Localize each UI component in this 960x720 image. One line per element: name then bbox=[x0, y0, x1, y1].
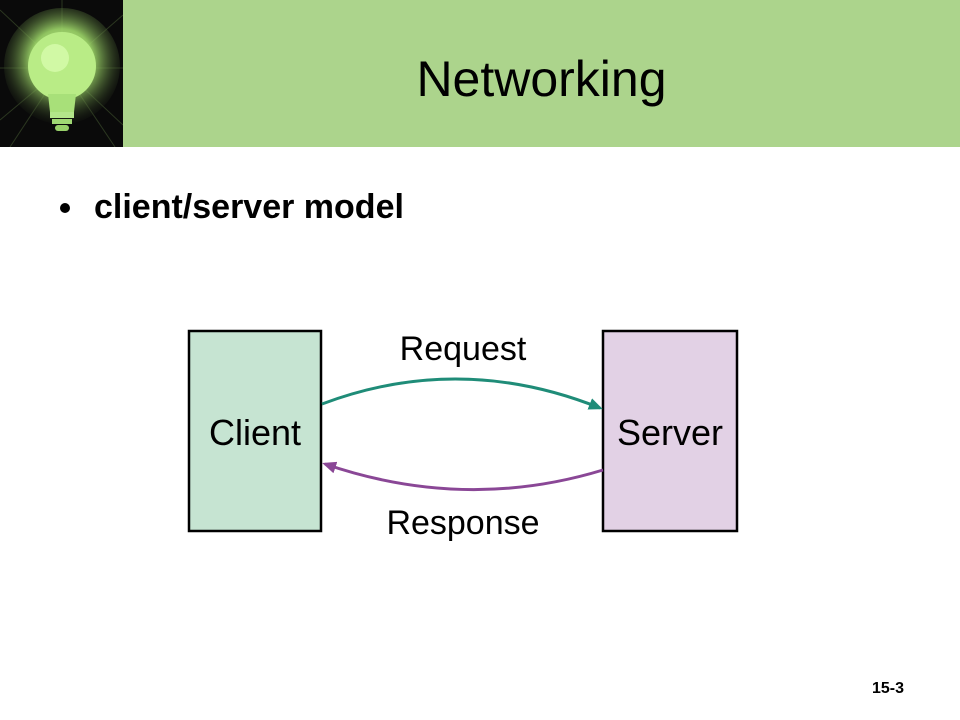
slide-number: 15-3 bbox=[871, 680, 904, 697]
response-label: Response bbox=[386, 504, 539, 542]
lightbulb-icon bbox=[0, 0, 123, 147]
client-label: Client bbox=[209, 412, 301, 453]
bullet-list-item: client/server model bbox=[60, 188, 404, 227]
server-label: Server bbox=[617, 412, 723, 453]
response-arrow bbox=[322, 461, 604, 492]
server-box bbox=[601, 329, 739, 533]
title-band bbox=[123, 0, 960, 147]
bullet-text: client/server model bbox=[94, 188, 404, 226]
bullet-point bbox=[60, 202, 70, 213]
request-arrow bbox=[321, 377, 603, 410]
request-label: Request bbox=[400, 330, 527, 368]
client-box bbox=[187, 329, 323, 533]
lightbulb-logo bbox=[0, 0, 123, 147]
slide-title: Networking bbox=[416, 51, 667, 107]
